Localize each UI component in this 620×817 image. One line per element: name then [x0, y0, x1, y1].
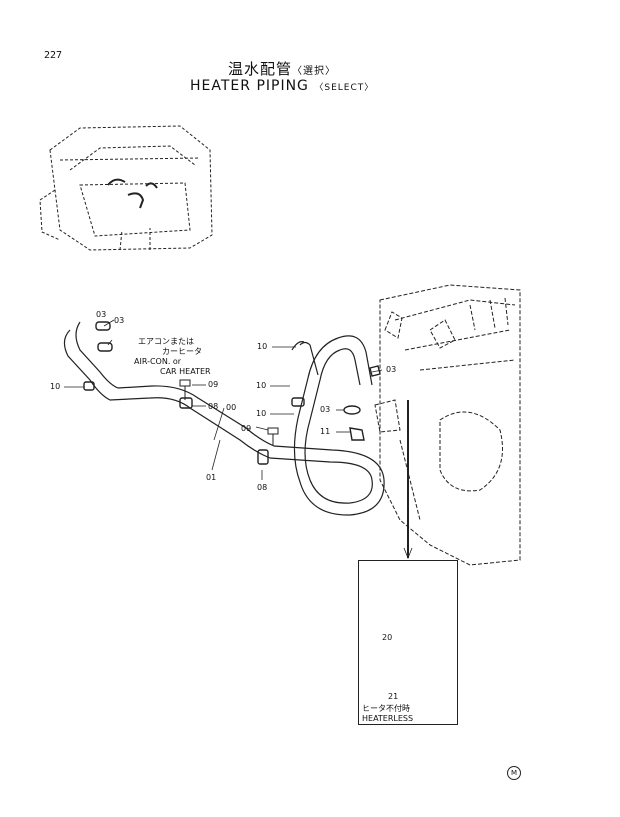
bolts: [179, 379, 279, 446]
callout-10-b: 10: [256, 381, 267, 390]
callout-10-a: 10: [257, 342, 268, 351]
note-aircon-jp-2: カーヒータ: [162, 347, 202, 356]
title-en-main: HEATER PIPING: [190, 78, 309, 94]
title-japanese: 温水配管〈選択〉: [228, 58, 336, 79]
title-english: HEATER PIPING 〈SELECT〉: [190, 78, 374, 94]
engine-block-sketch: [374, 284, 521, 566]
callout-03-lower: 03: [114, 316, 125, 325]
callout-09-mid: 09: [241, 424, 252, 433]
machine-overview-pipe: [107, 178, 158, 209]
note-aircon-en-2: CAR HEATER: [160, 367, 211, 376]
note-heaterless-jp: ヒータ不付時: [362, 704, 410, 713]
callout-08-bottom: 08: [257, 483, 268, 492]
machine-overview-sketch: [39, 125, 213, 251]
callout-00: 00: [226, 403, 237, 412]
heater-hose-main: [63, 321, 385, 516]
note-aircon-jp-1: エアコンまたは: [138, 337, 194, 346]
callout-01: 01: [206, 473, 217, 482]
title-en-suffix: 〈SELECT〉: [314, 83, 375, 93]
hose-clamps: [83, 321, 381, 465]
page-number: 227: [44, 50, 63, 61]
callout-21: 21: [388, 692, 399, 701]
note-heaterless-en: HEATERLESS: [362, 714, 414, 723]
callout-03-upper: 03: [96, 310, 107, 319]
leader-lines: [64, 319, 413, 560]
callout-03-right: 03: [320, 405, 331, 414]
title-jp-main: 温水配管: [228, 60, 293, 78]
callout-09-top: 09: [208, 380, 219, 389]
callout-03-engine: 03: [386, 365, 397, 374]
callout-20: 20: [382, 633, 393, 642]
callout-10-left: 10: [50, 382, 61, 391]
footer-mark: M: [507, 766, 521, 780]
heaterless-inset: [358, 560, 458, 725]
title-jp-suffix: 〈選択〉: [292, 66, 337, 77]
note-aircon-en-1: AIR-CON. or: [134, 357, 182, 366]
callout-11: 11: [320, 427, 331, 436]
callout-10-c: 10: [256, 409, 267, 418]
callout-08-top: 08: [208, 402, 219, 411]
